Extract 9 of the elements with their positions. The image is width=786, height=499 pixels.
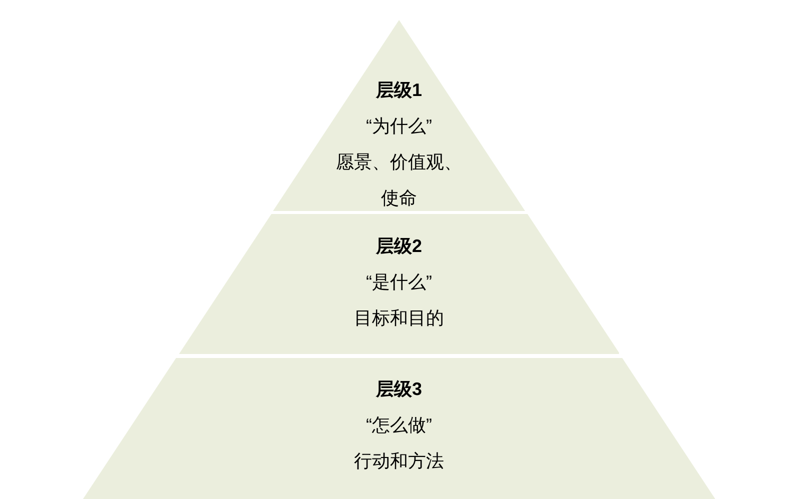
level-question: “为什么” — [366, 115, 432, 138]
level-heading: 层级2 — [376, 235, 422, 258]
level-heading: 层级1 — [376, 79, 422, 102]
level-description: 愿景、价值观、使命 — [334, 151, 463, 210]
level-question: “怎么做” — [366, 414, 432, 437]
level-question: “是什么” — [366, 271, 432, 294]
level-description: 目标和目的 — [352, 307, 445, 330]
level-heading: 层级3 — [376, 378, 422, 401]
level-description: 行动和方法 — [352, 450, 445, 473]
